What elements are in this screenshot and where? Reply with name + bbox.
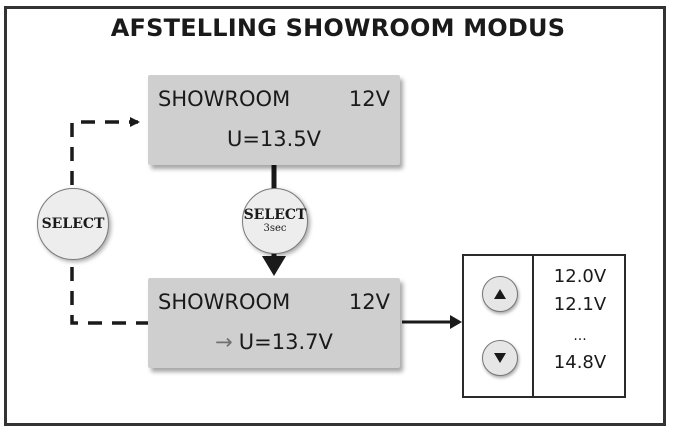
display-top-value: U=13.5V — [226, 127, 322, 151]
up-button[interactable] — [482, 276, 518, 312]
select-hold-button[interactable]: SELECT 3sec — [242, 188, 308, 254]
panel-divider — [532, 256, 534, 396]
right-arrow-icon: → — [215, 330, 233, 354]
select-button[interactable]: SELECT — [37, 188, 109, 260]
select-button-label: SELECT — [41, 215, 105, 232]
display-bottom-value: U=13.7V — [238, 330, 333, 354]
select-hold-label: SELECT — [243, 207, 307, 223]
diagram-frame — [4, 6, 666, 426]
right-arrow-head — [450, 315, 462, 329]
value-item: 14.8V — [553, 352, 607, 373]
display-bottom-system: 12V — [348, 290, 390, 314]
select-hold-duration: 3sec — [263, 223, 287, 234]
display-top-mode: SHOWROOM — [158, 87, 291, 111]
display-bottom-mode: SHOWROOM — [158, 290, 291, 314]
display-top-system: 12V — [348, 87, 390, 111]
down-button[interactable] — [482, 340, 518, 376]
triangle-down-icon — [494, 353, 506, 363]
value-item: 12.1V — [553, 294, 607, 315]
value-panel: 12.0V 12.1V ... 14.8V — [462, 254, 626, 398]
display-top: SHOWROOM 12V U=13.5V — [148, 75, 400, 165]
value-item: 12.0V — [553, 266, 607, 287]
display-bottom: SHOWROOM 12V →U=13.7V — [148, 278, 400, 368]
diagram-title: AFSTELLING SHOWROOM MODUS — [110, 14, 566, 42]
down-arrow-head — [262, 256, 286, 276]
value-item: ... — [573, 328, 587, 344]
triangle-up-icon — [494, 289, 506, 299]
